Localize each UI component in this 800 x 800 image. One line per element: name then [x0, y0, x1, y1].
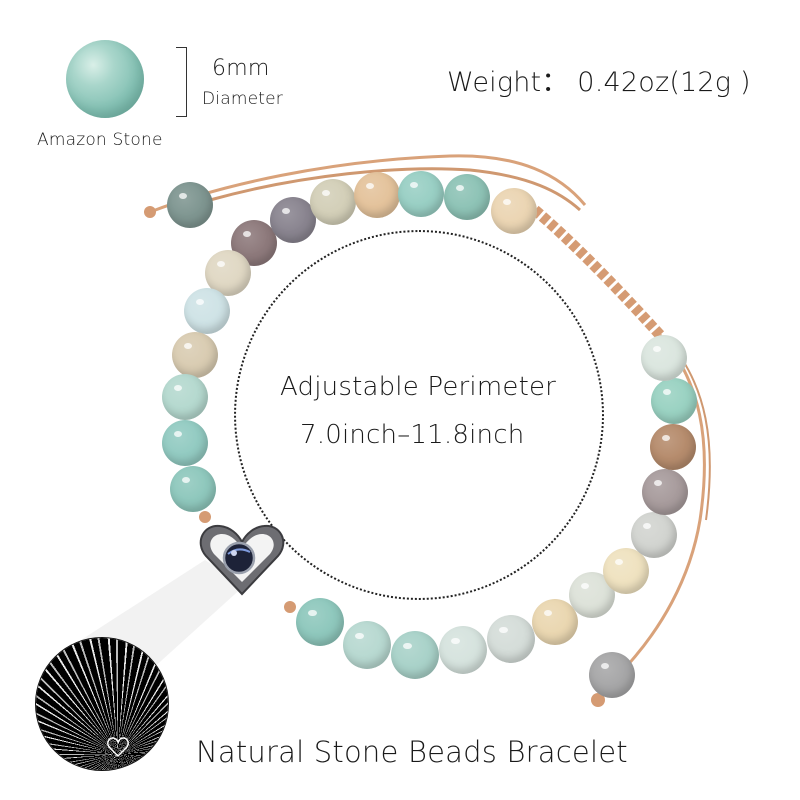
- stone-bead: [631, 512, 677, 558]
- stone-bead: [439, 626, 487, 674]
- stone-bead: [589, 652, 635, 698]
- heart-icon: [107, 737, 129, 758]
- weight-label: Weight： 0.42oz(12g ): [447, 67, 751, 98]
- stone-name-label: Amazon Stone: [37, 130, 163, 150]
- stone-bead: [487, 615, 535, 663]
- perimeter-title: Adjustable Perimeter: [280, 372, 557, 402]
- perimeter-range: 7.0inch–11.8inch: [300, 420, 525, 450]
- stone-bead: [343, 621, 391, 669]
- stone-bead: [650, 424, 696, 470]
- product-title: Natural Stone Beads Bracelet: [196, 735, 628, 769]
- stone-bead: [651, 378, 697, 424]
- stone-bead: [642, 469, 688, 515]
- stone-bead: [398, 171, 444, 217]
- stone-bead: [162, 374, 208, 420]
- perimeter-dotted-circle: [234, 230, 604, 600]
- stone-bead: [170, 466, 216, 512]
- diameter-label: Diameter: [202, 89, 283, 109]
- stone-bead: [491, 188, 537, 234]
- stone-bead: [167, 182, 213, 228]
- amazon-stone-sample-bead: [66, 40, 144, 118]
- stone-bead: [162, 420, 208, 466]
- stone-bead: [270, 197, 316, 243]
- diameter-bracket: [176, 47, 187, 117]
- heart-pendant-icon: [199, 524, 285, 596]
- stone-bead: [444, 174, 490, 220]
- stone-bead: [641, 335, 687, 381]
- stone-bead: [184, 288, 230, 334]
- stone-bead: [310, 179, 356, 225]
- stone-bead: [391, 631, 439, 679]
- stone-bead: [296, 598, 344, 646]
- stone-bead: [354, 172, 400, 218]
- stone-bead: [172, 332, 218, 378]
- projection-image-disc: [36, 638, 168, 770]
- diameter-value: 6mm: [212, 56, 270, 81]
- stone-bead: [603, 548, 649, 594]
- stone-bead: [532, 599, 578, 645]
